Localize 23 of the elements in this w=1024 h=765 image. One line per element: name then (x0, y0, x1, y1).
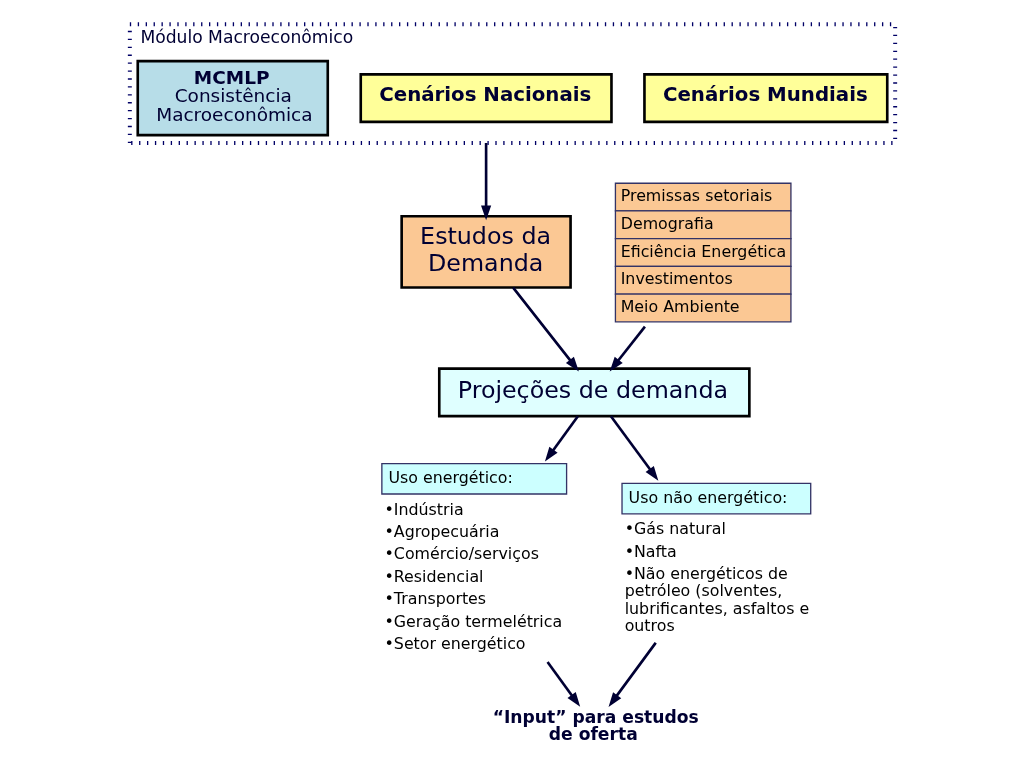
arrow (480, 143, 491, 221)
node-label: •Transportes (384, 589, 486, 609)
arrow (546, 661, 580, 707)
node-label: •Residencial (384, 566, 484, 586)
node-box: Projeções de demanda (437, 367, 751, 418)
node-label: •Indústria (384, 499, 464, 519)
node-label: •Gás natural (624, 519, 726, 539)
node-box: MCMLP Consistência Macroeconômica (135, 59, 329, 137)
arrow (608, 642, 657, 707)
node-label: •Não energéticos de petróleo (solventes, lubrificantes, asfaltos e outros (624, 564, 809, 635)
arrow (609, 325, 646, 372)
node-box: Cenários Nacionais (358, 73, 613, 124)
node-label: •Agropecuária (384, 522, 499, 542)
node-label: •Geração termelétrica (384, 611, 562, 631)
node-box: Estudos da Demanda (399, 214, 572, 289)
node-text: “Input” para estudos de oferta (492, 706, 699, 744)
node-box: Cenários Mundiais (642, 73, 889, 124)
node-label: •Nafta (624, 541, 677, 561)
arrow (544, 415, 579, 462)
node-label: •Setor energético (384, 634, 526, 654)
arrow (511, 286, 579, 372)
node-label: •Comércio/serviços (384, 544, 539, 564)
arrow (609, 415, 658, 481)
